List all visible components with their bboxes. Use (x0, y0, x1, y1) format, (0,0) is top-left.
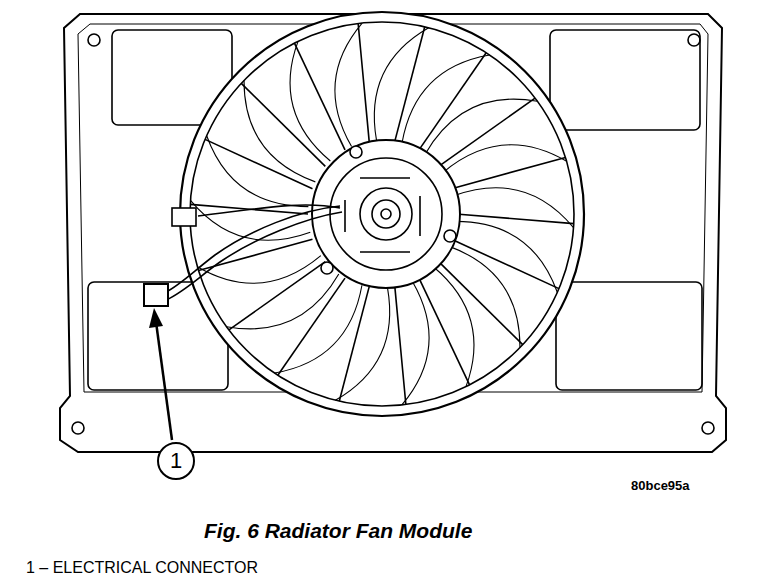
motor-ribs (345, 178, 420, 252)
figure-caption: Fig. 6 Radiator Fan Module (204, 519, 472, 542)
fan-spoke (452, 239, 559, 288)
mount-hole (88, 34, 100, 46)
fan-spoke (419, 278, 470, 385)
fan-ring-inner (190, 22, 574, 406)
fan-blade (402, 281, 429, 405)
fan-spoke (358, 23, 369, 141)
callout-circle: 1 (157, 442, 195, 480)
motor-face (330, 158, 442, 270)
fan-spoke (395, 27, 425, 141)
mount-hole (72, 422, 84, 434)
shroud-recess (550, 30, 700, 130)
fan-spoke (278, 278, 345, 375)
fan-spoke (395, 287, 406, 405)
motor-boss (360, 188, 412, 240)
fan-spoke (419, 53, 486, 150)
fan-spoke (241, 83, 325, 166)
fan-blade (374, 28, 428, 140)
motor-screw (350, 146, 362, 158)
fan-spoke (229, 262, 325, 330)
figure-code: 80bce95a (631, 479, 690, 493)
fan-spoke (339, 287, 369, 401)
fan-blade (454, 188, 574, 228)
motor-wire (198, 205, 340, 216)
motor-shaft-cap (372, 200, 400, 228)
fan-spoke (294, 43, 345, 150)
fan-blade (443, 145, 566, 173)
fan-spoke (439, 262, 523, 345)
motor-shaft (381, 209, 391, 219)
fan-blade (335, 288, 389, 400)
fan-ring (180, 12, 584, 416)
electrical-connector (144, 284, 168, 306)
fan-blade (335, 23, 362, 147)
leader-arrowhead (149, 308, 163, 328)
motor-screw (444, 230, 456, 242)
mount-hole (702, 422, 714, 434)
fan-blade (434, 267, 474, 387)
shroud-recess (556, 282, 702, 390)
wire-clip (172, 208, 196, 226)
fan-blade (197, 256, 320, 284)
legend-text: 1 – ELECTRICAL CONNECTOR (26, 559, 258, 577)
motor-screw (321, 262, 333, 274)
fan-blade (290, 41, 330, 161)
leader-line (156, 322, 172, 440)
fan-drawing (60, 12, 726, 452)
fan-spoke (439, 98, 535, 166)
fan-spoke (205, 139, 312, 188)
fan-spoke (452, 157, 566, 188)
mount-hole (688, 34, 700, 46)
callout-number: 1 (170, 450, 182, 472)
